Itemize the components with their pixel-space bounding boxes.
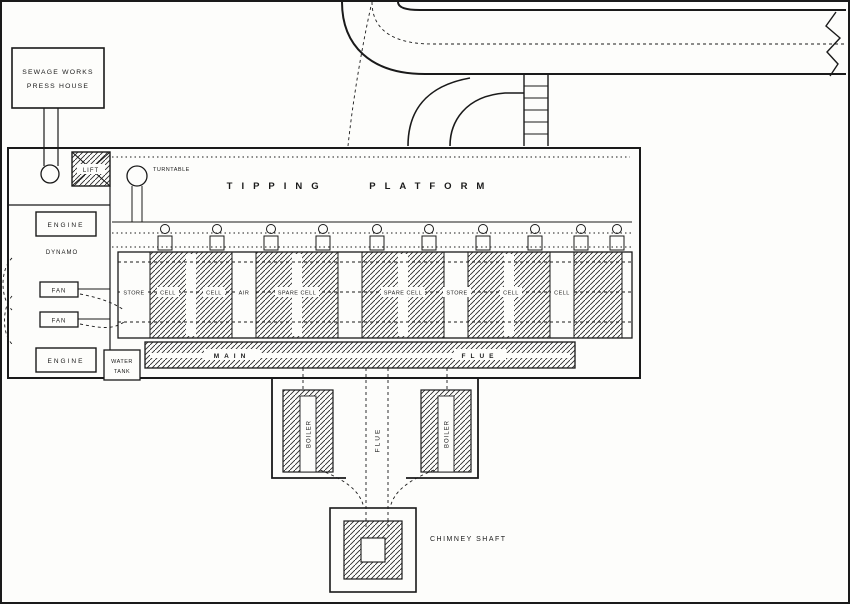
air-flow [79,293,125,311]
elevated-track [341,1,846,147]
press-house: SEWAGE WORKS PRESS HOUSE [11,47,105,184]
track-into-platform [347,5,372,147]
hopper [157,224,173,251]
cell-label: STORE [446,291,467,297]
hopper [209,224,225,251]
cell-block [573,251,623,339]
flue-arc [389,469,435,509]
press-house-label-line2: PRESS HOUSE [27,83,89,90]
main-flue-word1: MAIN [214,353,251,360]
turntable: TURNTABLE [126,165,190,222]
boiler-left: BOILER [282,389,334,473]
tipping-platform-label: TIPPING PLATFORM [227,181,494,192]
cell-label: CELL [554,291,570,297]
hopper [315,224,331,251]
fan-top-label: FAN [52,289,67,295]
hopper [421,224,437,251]
hopper [475,224,491,251]
chimney-outer [329,507,417,593]
hoppers [157,224,625,251]
chimney-label: CHIMNEY SHAFT [430,536,507,543]
chimney-core [360,537,386,563]
engine-bottom-outline [35,347,97,373]
ramp-outer [407,77,471,147]
flue-label: FLUE [375,428,382,453]
flue-arc [319,469,365,509]
hopper [573,224,589,251]
cell-label: AIR [239,291,250,297]
cell-slit [186,254,196,336]
cell-labels: STORE CELL CELL AIR SPARE CELL SPARE CEL… [120,287,573,297]
hopper [369,224,385,251]
boiler-left-label: BOILER [307,420,313,448]
main-flue-channel [150,353,570,358]
boiler-house-outline [271,378,479,479]
turntable-circle [126,165,148,187]
stairway [523,74,549,146]
main-flue-word2: FLUE [462,353,499,360]
boiler-house: BOILER BOILER FLUE [271,368,479,528]
break-mark [825,11,842,77]
cell-label: CELL [206,291,222,297]
engine-room: ENGINE DYNAMO FAN FAN ENGINE [2,211,125,373]
dynamo-label: DYNAMO [46,250,78,256]
cell-label: CELL [160,291,176,297]
air-flow [79,321,125,328]
boiler-right-label: BOILER [445,420,451,448]
press-house-outline [11,47,105,109]
cell-label: SPARE CELL [278,291,317,297]
ramp-inner [449,92,524,147]
lift: LIFT [71,151,111,187]
engine-top-outline [35,211,97,237]
turntable-label: TURNTABLE [153,167,190,173]
cell-label: CELL [503,291,519,297]
hopper [527,224,543,251]
air-intake-arc [4,295,13,345]
lift-label: LIFT [83,168,99,174]
cell-label: SPARE CELL [384,291,423,297]
main-flue: MAIN FLUE [144,341,576,369]
fan-bottom-label: FAN [52,319,67,325]
track-centerline [371,1,846,45]
water-tank-label-line2: TANK [114,369,130,375]
hopper [609,224,625,251]
water-tank: WATER TANK [103,349,141,381]
charging-floor [112,224,632,251]
chimney-shaft: CHIMNEY SHAFT [329,507,507,593]
destructor-cells: STORE CELL CELL AIR SPARE CELL SPARE CEL… [117,251,633,339]
water-tank-label-line1: WATER [111,359,133,365]
engine-bottom-label: ENGINE [48,358,85,365]
lift-label-bg [77,164,105,174]
hopper [263,224,279,251]
hoist-circle [40,164,60,184]
water-tank-outline [103,349,141,381]
press-house-label-line1: SEWAGE WORKS [22,69,94,76]
boiler-right: BOILER [420,389,472,473]
cell-label: STORE [123,291,144,297]
engine-top-label: ENGINE [48,222,85,229]
